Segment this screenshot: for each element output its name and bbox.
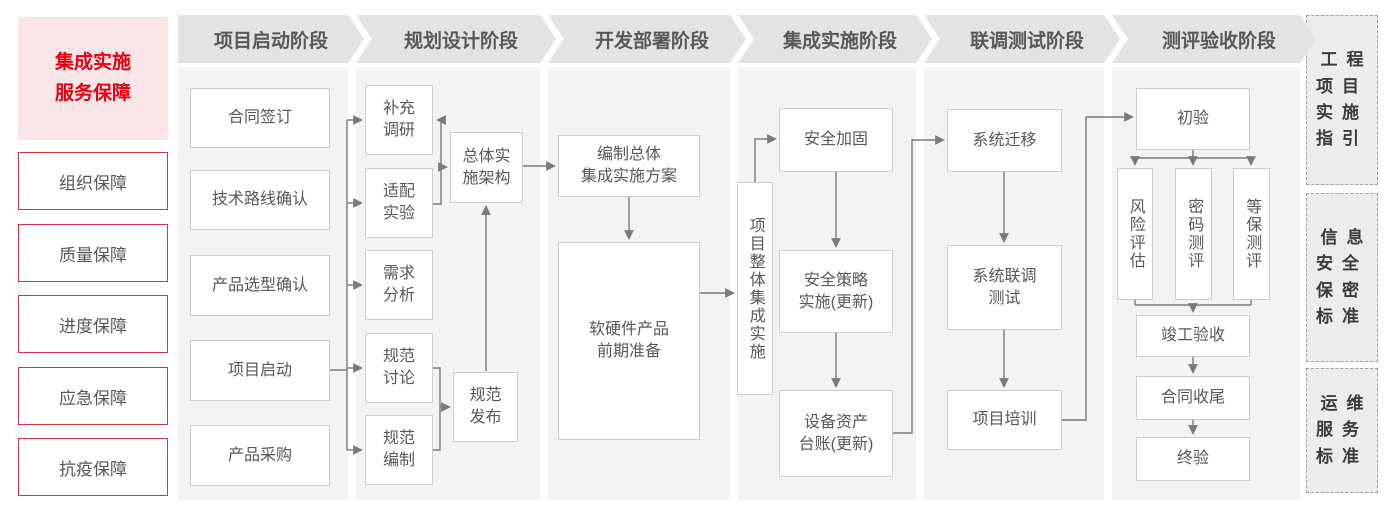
stage-banner-integration: 集成实施阶段: [738, 15, 932, 63]
stage-banner-kickoff: 项目启动阶段: [178, 15, 364, 63]
flow-box-system-migration: 系统迁移: [947, 109, 1062, 172]
flow-box-spec-release: 规范 发布: [453, 372, 518, 442]
stage-banner-planning: 规划设计阶段: [356, 15, 556, 63]
stage-banner-deployment: 开发部署阶段: [548, 15, 746, 63]
flow-box-requirement-analysis: 需求 分析: [365, 250, 433, 320]
flow-box-product-procurement: 产品采购: [190, 425, 330, 486]
flow-box-crypto-evaluation: 密码测评: [1175, 168, 1212, 300]
flow-box-completion-acceptance: 竣工验收: [1136, 315, 1250, 357]
stage-banner-label: 规划设计阶段: [403, 30, 518, 52]
flow-box-project-training: 项目培训: [947, 390, 1062, 450]
flow-box-risk-assessment: 风险评估: [1117, 168, 1153, 300]
reference-box-ops-service-standard: 运维 服务 标准: [1306, 368, 1378, 493]
guarantee-item-emergency: 应急保障: [18, 367, 168, 425]
flow-box-overall-implementation-architecture: 总体实 施架构: [450, 132, 523, 203]
guarantee-item-organization: 组织保障: [18, 152, 168, 210]
flow-box-joint-debugging-test: 系统联调 测试: [947, 245, 1062, 330]
stage-banner-acceptance: 测评验收阶段: [1112, 15, 1316, 63]
flow-box-adaptation-experiment: 适配 实验: [365, 168, 433, 238]
flow-box-product-selection-confirm: 产品选型确认: [190, 255, 330, 316]
flow-box-spec-compilation: 规范 编制: [365, 415, 433, 485]
flow-box-hw-sw-preparation: 软硬件产品 前期准备: [558, 242, 700, 440]
flow-box-asset-ledger-update: 设备资产 台账(更新): [779, 390, 893, 477]
stage-banner-label: 开发部署阶段: [594, 30, 709, 52]
flow-box-classified-protection-evaluation: 等保测评: [1233, 168, 1270, 300]
flow-box-tech-route-confirm: 技术路线确认: [190, 170, 330, 230]
flow-box-security-policy-implementation: 安全策略 实施(更新): [779, 250, 893, 333]
flow-box-project-kickoff: 项目启动: [190, 340, 330, 401]
guarantee-item-schedule: 进度保障: [18, 295, 168, 353]
reference-box-project-implementation-guide: 工程 项目 实施 指引: [1306, 15, 1378, 185]
flow-box-contract-closure: 合同收尾: [1136, 376, 1250, 420]
diagram-title: 集成实施 服务保障: [18, 17, 168, 140]
flow-box-overall-integration-plan: 编制总体 集成实施方案: [558, 135, 700, 197]
flow-box-overall-integration-implementation: 项目整体集成实施: [737, 182, 773, 395]
stage-banner-label: 项目启动阶段: [213, 30, 328, 52]
stage-banner-label: 联调测试阶段: [969, 30, 1084, 52]
guarantee-item-epidemic: 抗疫保障: [18, 438, 168, 496]
flow-box-initial-acceptance: 初验: [1136, 88, 1250, 150]
stage-banner-label: 测评验收阶段: [1161, 30, 1276, 52]
guarantee-item-quality: 质量保障: [18, 224, 168, 282]
flow-box-final-acceptance: 终验: [1136, 437, 1250, 481]
flow-box-contract-signing: 合同签订: [190, 88, 330, 148]
stage-banner-label: 集成实施阶段: [782, 30, 897, 52]
flow-box-spec-discussion: 规范 讨论: [365, 333, 433, 403]
stage-banner-joint-test: 联调测试阶段: [924, 15, 1120, 63]
flow-box-supplementary-research: 补充 调研: [365, 85, 433, 155]
reference-box-info-security-standard: 信息 安全 保密 标准: [1306, 193, 1378, 362]
flow-box-security-hardening: 安全加固: [779, 108, 893, 172]
